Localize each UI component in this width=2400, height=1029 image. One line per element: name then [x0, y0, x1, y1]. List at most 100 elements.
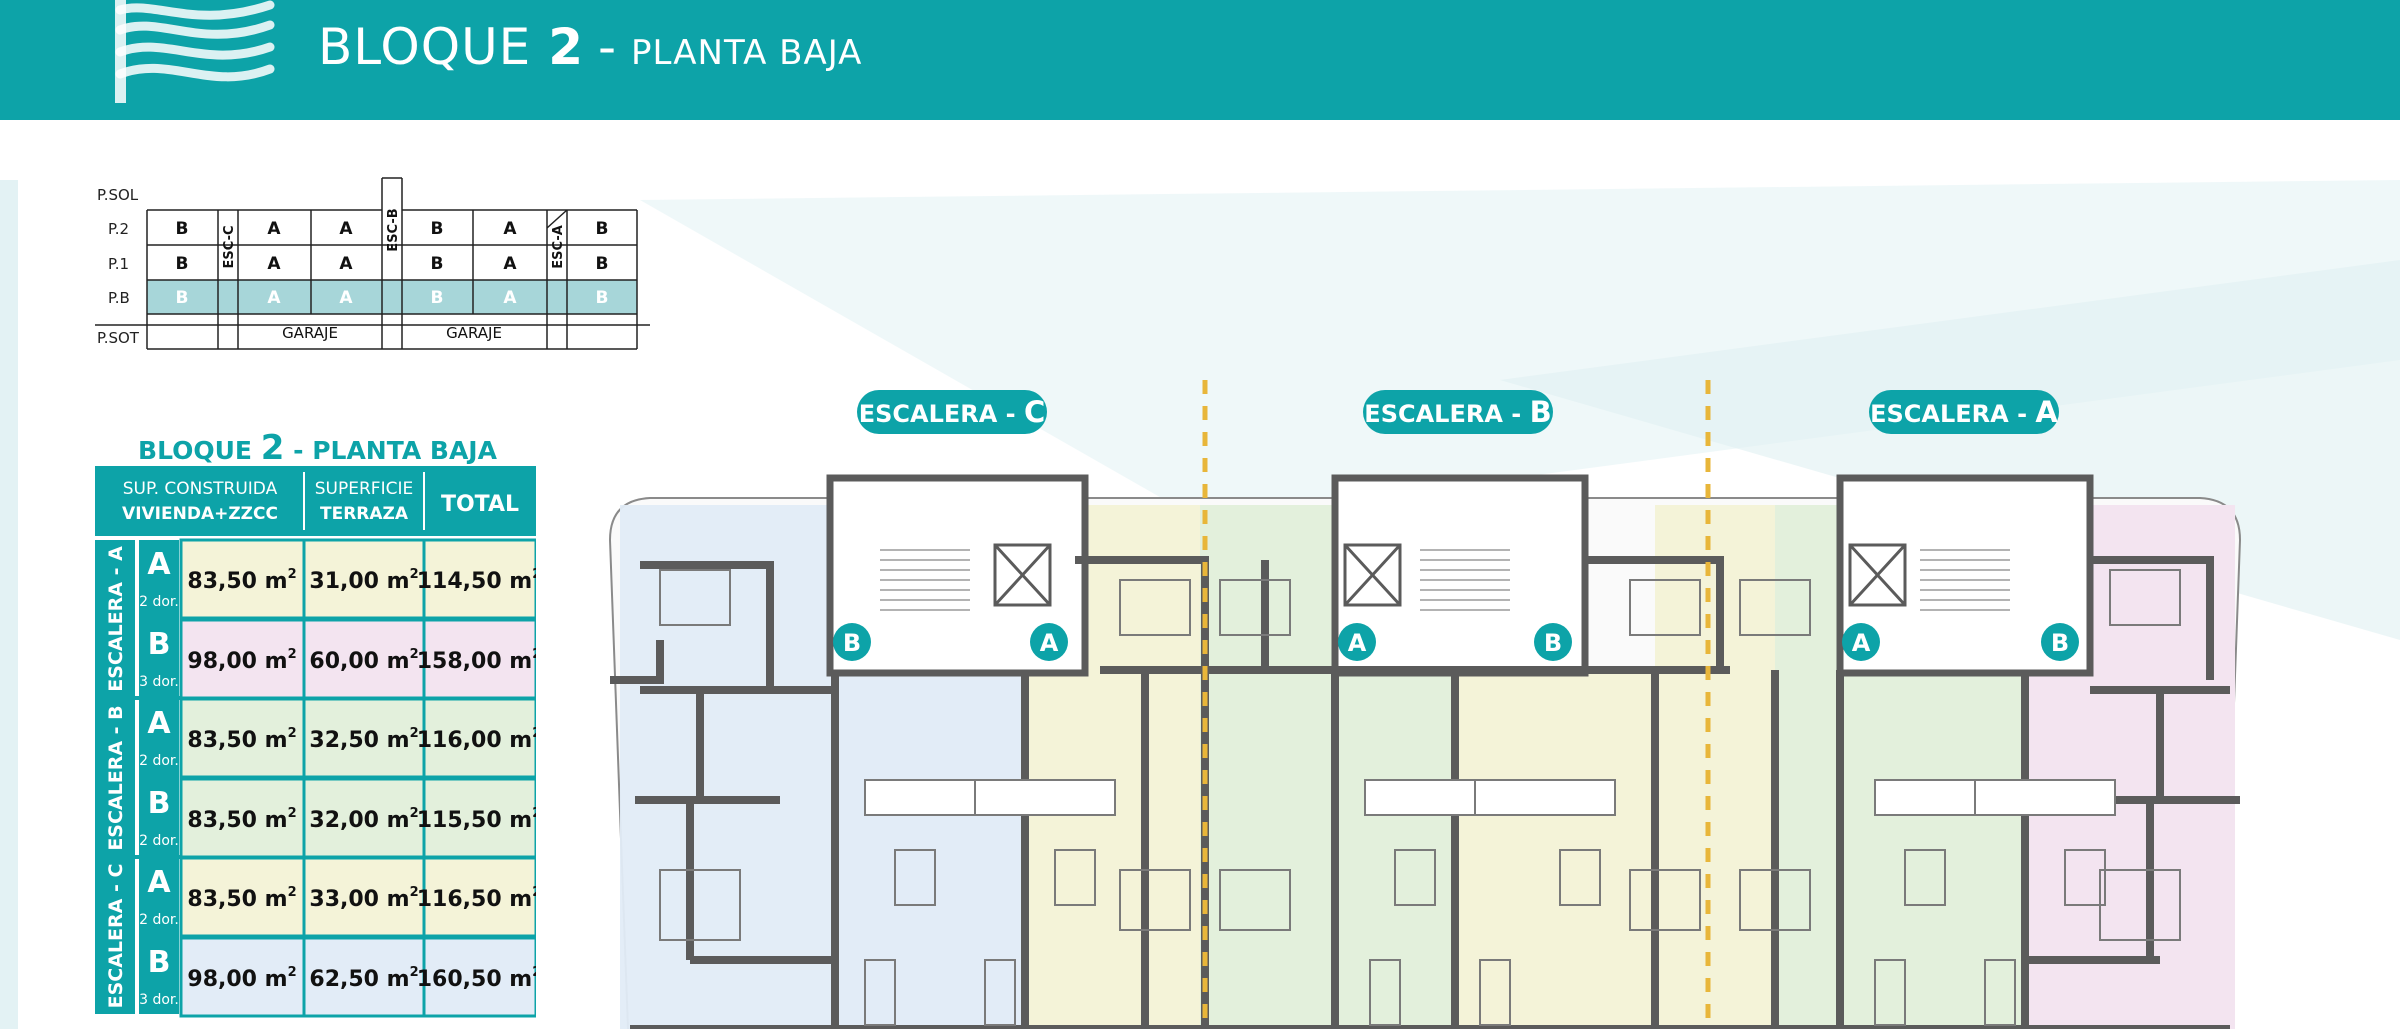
unit-marker	[1534, 623, 1572, 661]
stair-pill-a: ESCALERA - A	[1869, 390, 2059, 434]
area-table-title: BLOQUE 2 - PLANTA BAJA	[95, 428, 540, 468]
sup-value: 83,50 m2	[187, 806, 296, 833]
unit-marker-letter: A	[1348, 629, 1367, 657]
terr-value: 32,00 m2	[309, 806, 418, 833]
section-cell: B	[431, 254, 444, 274]
unit-type: A	[147, 865, 171, 900]
zone-unit-yellow-2	[1455, 670, 1655, 1029]
group-label-a: ESCALERA - A	[105, 546, 127, 692]
unit-marker-letter: B	[843, 629, 861, 657]
table-row: A 2 dor. 83,50 m2 31,00 m2 114,50 m2	[139, 547, 536, 610]
title-dash: -	[597, 18, 618, 76]
table-title-word: BLOQUE	[138, 436, 253, 465]
terr-value: 31,00 m2	[309, 567, 418, 594]
table-title-rest: - PLANTA BAJA	[293, 436, 497, 465]
stair-pill-letter: B	[1529, 395, 1552, 429]
section-cell: A	[267, 219, 281, 239]
level-label-p1: P.1	[108, 255, 129, 273]
head-terr-line2: TERRAZA	[320, 504, 409, 524]
unit-type: A	[147, 706, 171, 741]
group-label-c: ESCALERA - C	[105, 864, 127, 1009]
unit-marker	[1842, 623, 1880, 661]
section-cell-pb: A	[339, 288, 353, 308]
section-cell: A	[267, 254, 281, 274]
head-terr-line1: SUPERFICIE	[315, 479, 413, 499]
stair-label-c: ESC-C	[222, 225, 237, 268]
section-cell-pb: B	[176, 288, 189, 308]
zone-unit-yellow-3	[1655, 505, 1775, 1029]
unit-dorm: 2 dor.	[139, 833, 179, 849]
unit-marker	[2041, 623, 2079, 661]
section-cell-pb: A	[267, 288, 281, 308]
total-value: 114,50 m2	[417, 567, 536, 594]
level-label-psol: P.SOL	[97, 186, 139, 204]
terr-value: 60,00 m2	[309, 647, 418, 674]
unit-dorm: 3 dor.	[139, 674, 179, 690]
stair-pill-text: ESCALERA -	[1870, 400, 2028, 428]
stair-pill-letter: C	[1024, 395, 1046, 429]
unit-marker	[833, 623, 871, 661]
title-number: 2	[548, 18, 584, 76]
section-cell: B	[176, 219, 189, 239]
table-row: A 2 dor. 83,50 m2 33,00 m2 116,50 m2	[139, 865, 536, 928]
unit-type: B	[148, 945, 171, 980]
garage-label: GARAJE	[446, 324, 502, 342]
stair-pill-text: ESCALERA -	[858, 400, 1016, 428]
section-cell: A	[339, 219, 353, 239]
total-value: 115,50 m2	[417, 806, 536, 833]
sup-value: 83,50 m2	[187, 885, 296, 912]
level-label-pb: P.B	[108, 289, 130, 307]
brand-logo-icon	[115, 0, 275, 103]
table-row: A 2 dor. 83,50 m2 32,50 m2 116,00 m2	[139, 706, 536, 769]
section-cell-pb: B	[431, 288, 444, 308]
head-sup-line2: VIVIENDA+ZZCC	[122, 504, 278, 524]
sup-value: 83,50 m2	[187, 726, 296, 753]
section-cell: B	[596, 254, 609, 274]
stair-label-a: ESC-A	[551, 225, 566, 269]
stair-pill-letter: A	[2035, 395, 2058, 429]
header-bar: BLOQUE 2-PLANTA BAJA	[0, 0, 2400, 120]
terr-value: 62,50 m2	[309, 965, 418, 992]
level-label-psot: P.SOT	[97, 329, 140, 347]
unit-marker	[1030, 623, 1068, 661]
sup-value: 83,50 m2	[187, 567, 296, 594]
zone-unit-b-left	[620, 505, 835, 1029]
unit-marker-letter: B	[1544, 629, 1562, 657]
head-sup-line1: SUP. CONSTRUIDA	[123, 479, 278, 499]
unit-dorm: 3 dor.	[139, 992, 179, 1008]
section-cell: B	[176, 254, 189, 274]
unit-dorm: 2 dor.	[139, 753, 179, 769]
unit-dorm: 2 dor.	[139, 912, 179, 928]
head-total: TOTAL	[441, 492, 519, 517]
unit-marker	[1338, 623, 1376, 661]
sup-value: 98,00 m2	[187, 647, 296, 674]
unit-type: B	[148, 786, 171, 821]
group-label-b: ESCALERA - B	[105, 705, 127, 850]
total-value: 160,50 m2	[417, 965, 536, 992]
section-cell: A	[503, 254, 517, 274]
building-section-diagram: P.SOL P.2 P.1 P.B P.SOT B A A B A B B A …	[95, 177, 650, 350]
table-row: B 2 dor. 83,50 m2 32,00 m2 115,50 m2	[139, 786, 536, 849]
floor-plan: B A A B A B	[608, 380, 2242, 1029]
unit-type: B	[148, 627, 171, 662]
title-word: BLOQUE	[318, 18, 532, 76]
table-row: B 3 dor. 98,00 m2 62,50 m2 160,50 m2	[139, 945, 536, 1008]
table-row: B 3 dor. 98,00 m2 60,00 m2 158,00 m2	[139, 627, 536, 690]
unit-marker-letter: A	[1852, 629, 1871, 657]
section-cell: B	[596, 219, 609, 239]
sup-value: 98,00 m2	[187, 965, 296, 992]
area-table: SUP. CONSTRUIDA VIVIENDA+ZZCC SUPERFICIE…	[95, 466, 536, 1018]
stair-pill-text: ESCALERA -	[1364, 400, 1522, 428]
level-label-p2: P.2	[108, 220, 129, 238]
total-value: 116,00 m2	[417, 726, 536, 753]
terr-value: 32,50 m2	[309, 726, 418, 753]
garage-label: GARAJE	[282, 324, 338, 342]
unit-marker-letter: B	[2051, 629, 2069, 657]
stair-pill-b: ESCALERA - B	[1363, 390, 1553, 434]
page-title: BLOQUE 2-PLANTA BAJA	[318, 18, 862, 76]
unit-marker-letter: A	[1040, 629, 1059, 657]
total-value: 116,50 m2	[417, 885, 536, 912]
total-value: 158,00 m2	[417, 647, 536, 674]
section-cell-pb: A	[503, 288, 517, 308]
stair-pill-c: ESCALERA - C	[857, 390, 1047, 434]
